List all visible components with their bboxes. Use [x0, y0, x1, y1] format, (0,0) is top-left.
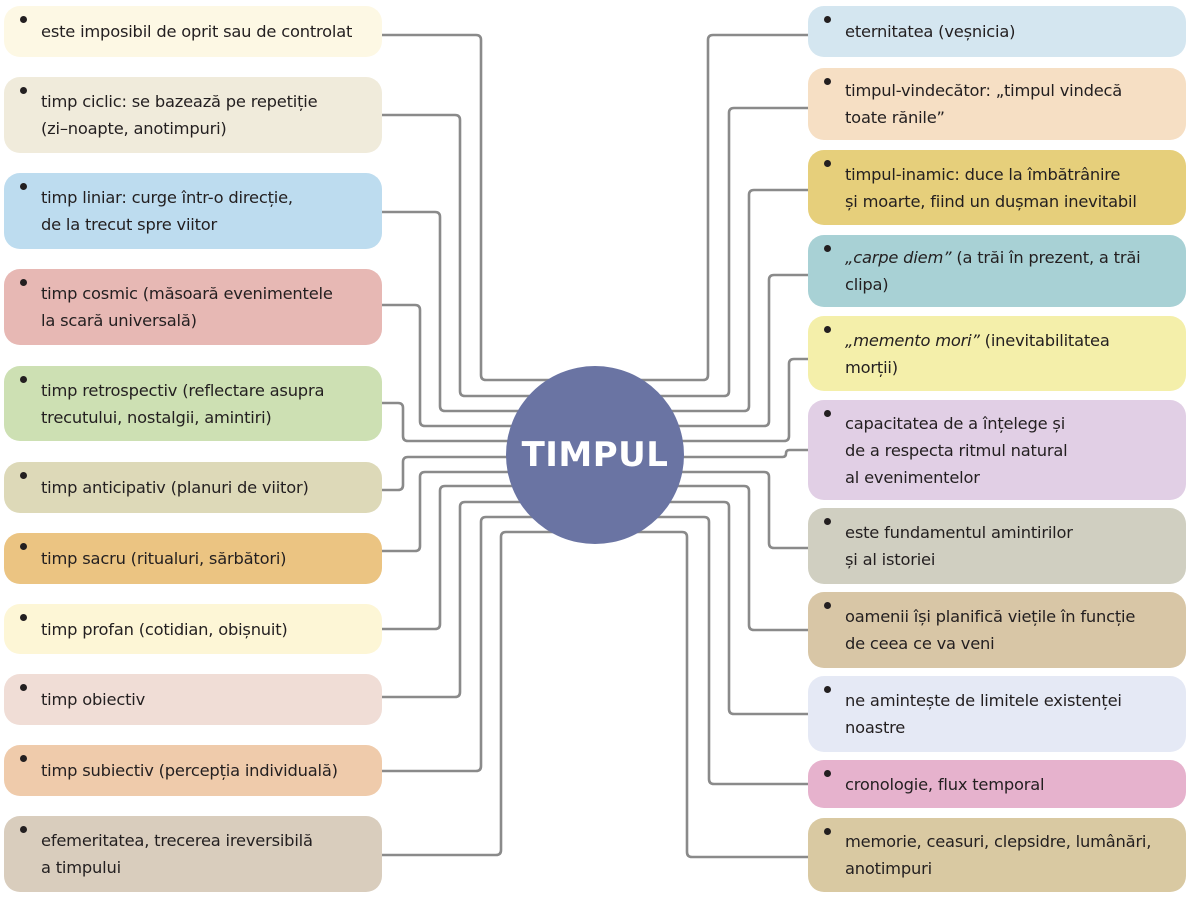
left-branch-text: timp anticipativ (planuri de viitor)	[41, 478, 309, 497]
left-branch-text: timp sacru (ritualuri, sărbători)	[41, 549, 287, 568]
left-branch-node: timp subiectiv (percepția individuală)	[4, 745, 382, 796]
right-branch-node: memorie, ceasuri, clepsidre, lumânări, a…	[808, 818, 1186, 892]
left-branch-text: timp profan (cotidian, obișnuit)	[41, 619, 288, 639]
left-branch-node: timp liniar: curge într-o direcție, de l…	[4, 173, 382, 249]
bullet-icon	[824, 602, 831, 609]
left-branch-node: este imposibil de oprit sau de controlat	[4, 6, 382, 57]
left-branch-node: timp obiectiv	[4, 674, 382, 725]
left-branch-node: timp profan (cotidian, obișnuit)	[4, 604, 382, 654]
connector-line	[382, 530, 808, 859]
right-branch-node: eternitatea (veșnicia)	[808, 6, 1186, 57]
left-branch-node: timp retrospectiv (reflectare asupra tre…	[4, 366, 382, 441]
bullet-icon	[20, 543, 27, 550]
left-branch-node: timp anticipativ (planuri de viitor)	[4, 462, 382, 513]
bullet-icon	[20, 684, 27, 691]
left-branch-node: timp sacru (ritualuri, sărbători)	[4, 533, 382, 584]
bullet-icon	[824, 16, 831, 23]
right-branch-text: ne amintește de limitele existenței noas…	[845, 691, 1122, 737]
right-branch-text: este fundamentul amintirilor și al istor…	[845, 523, 1073, 569]
italic-phrase: „carpe diem”	[845, 248, 952, 267]
right-branch-text: memorie, ceasuri, clepsidre, lumânări, a…	[845, 832, 1152, 878]
right-branch-node: cronologie, flux temporal	[808, 760, 1186, 808]
bullet-icon	[824, 770, 831, 777]
connector-line	[382, 515, 808, 786]
bullet-icon	[824, 160, 831, 167]
right-branch-node: timpul-vindecător: „timpul vindecă toate…	[808, 68, 1186, 140]
right-branch-text: timpul-vindecător: „timpul vindecă toate…	[845, 81, 1123, 127]
connector-line	[382, 106, 808, 398]
left-branch-text: timp retrospectiv (reflectare asupra tre…	[41, 380, 325, 427]
right-branch-node: timpul-inamic: duce la îmbătrânire și mo…	[808, 150, 1186, 225]
left-branch-node: timp cosmic (măsoară evenimentele la sca…	[4, 269, 382, 345]
central-topic-label: TIMPUL	[521, 435, 669, 475]
bullet-icon	[20, 376, 27, 383]
central-topic: TIMPUL	[506, 366, 684, 544]
bullet-icon	[20, 614, 27, 621]
bullet-icon	[824, 326, 831, 333]
italic-phrase: „memento mori”	[845, 330, 980, 350]
bullet-icon	[824, 78, 831, 85]
bullet-icon	[20, 472, 27, 479]
left-branch-text: efemeritatea, trecerea ireversibilă a ti…	[41, 831, 313, 877]
right-branch-text: „memento mori” (inevitabilitatea morții)	[845, 327, 1110, 381]
right-branch-node: ne amintește de limitele existenței noas…	[808, 676, 1186, 752]
right-branch-text: oamenii își planifică viețile în funcție…	[845, 607, 1136, 653]
bullet-icon	[20, 826, 27, 833]
left-branch-node: timp ciclic: se bazează pe repetiție (zi…	[4, 77, 382, 153]
bullet-icon	[20, 87, 27, 94]
right-branch-text: capacitatea de a înțelege și de a respec…	[845, 413, 1068, 487]
bullet-icon	[20, 183, 27, 190]
right-branch-text: „carpe diem” (a trăi în prezent, a trăi …	[845, 244, 1141, 298]
bullet-icon	[20, 16, 27, 23]
left-branch-text: timp obiectiv	[41, 690, 146, 709]
connector-line	[382, 448, 808, 492]
right-branch-node: oamenii își planifică viețile în funcție…	[808, 592, 1186, 668]
phrase-rest: (a trăi în prezent, a trăi clipa)	[845, 248, 1141, 294]
bullet-icon	[20, 755, 27, 762]
left-branch-text: este imposibil de oprit sau de controlat	[41, 22, 353, 41]
left-branch-text: timp cosmic (măsoară evenimentele la sca…	[41, 284, 333, 330]
right-branch-text: timpul-inamic: duce la îmbătrânire și mo…	[845, 164, 1137, 211]
phrase-rest: (inevitabilitatea morții)	[845, 330, 1110, 377]
right-branch-node: „carpe diem” (a trăi în prezent, a trăi …	[808, 235, 1186, 307]
right-branch-node: este fundamentul amintirilor și al istor…	[808, 508, 1186, 584]
left-branch-node: efemeritatea, trecerea ireversibilă a ti…	[4, 816, 382, 892]
left-branch-text: timp ciclic: se bazează pe repetiție (zi…	[41, 92, 318, 138]
right-branch-text: eternitatea (veșnicia)	[845, 22, 1016, 41]
right-branch-text: cronologie, flux temporal	[845, 774, 1045, 794]
bullet-icon	[824, 828, 831, 835]
connector-line	[382, 33, 808, 382]
bullet-icon	[824, 686, 831, 693]
bullet-icon	[20, 279, 27, 286]
right-branch-node: capacitatea de a înțelege și de a respec…	[808, 400, 1186, 500]
bullet-icon	[824, 410, 831, 417]
right-branch-node: „memento mori” (inevitabilitatea morții)	[808, 316, 1186, 391]
left-branch-text: timp subiectiv (percepția individuală)	[41, 761, 338, 780]
bullet-icon	[824, 245, 831, 252]
left-branch-text: timp liniar: curge într-o direcție, de l…	[41, 188, 293, 234]
bullet-icon	[824, 518, 831, 525]
